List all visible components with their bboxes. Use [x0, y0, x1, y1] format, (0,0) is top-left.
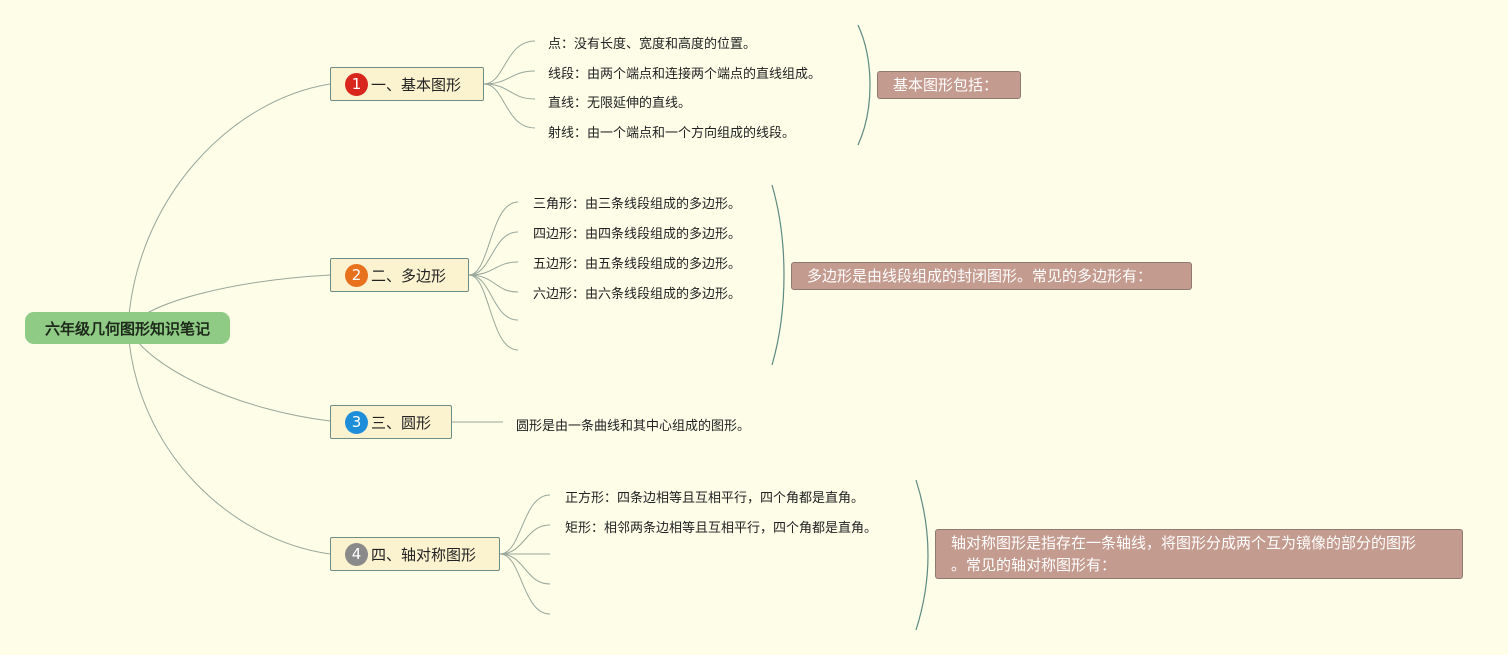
- topic-label: 四、轴对称图形: [371, 545, 477, 564]
- summary-line: 。常见的轴对称图形有：: [951, 556, 1117, 574]
- number-badge-2: 2: [345, 263, 368, 287]
- root-topic[interactable]: 六年级几何图形知识笔记: [25, 312, 230, 344]
- connector-t1-leaf-2: [483, 70, 536, 85]
- leaf-triangle[interactable]: 三角形：由三条线段组成的多边形。: [533, 197, 742, 212]
- topic-label: 二、多边形: [371, 266, 447, 285]
- leaf-point[interactable]: 点：没有长度、宽度和高度的位置。: [548, 37, 757, 52]
- connector-t2-leaf-4: [468, 274, 519, 293]
- summary-basic-shapes[interactable]: 基本图形包括：: [877, 71, 1021, 99]
- connector-root-topic-4: [127, 327, 331, 555]
- connector-t2-leaf-2: [468, 231, 519, 276]
- leaf-quadrilateral[interactable]: 四边形：由四条线段组成的多边形。: [533, 227, 742, 242]
- summary-bracket-2: [771, 184, 785, 366]
- connector-t4-leaf-4: [499, 553, 551, 585]
- leaf-square[interactable]: 正方形：四条边相等且互相平行，四个角都是直角。: [565, 491, 865, 506]
- leaf-line-segment[interactable]: 线段：由两个端点和连接两个端点的直线组成。: [548, 67, 822, 82]
- connector-t4-leaf-2: [499, 524, 551, 555]
- connector-root-topic-1: [127, 83, 331, 329]
- connector-t1-leaf-4: [483, 83, 536, 129]
- number-badge-1: 1: [345, 72, 368, 96]
- summary-axisymmetric-shapes[interactable]: 轴对称图形是指存在一条轴线，将图形分成两个互为镜像的部分的图形 。常见的轴对称图…: [935, 529, 1463, 579]
- connector-t2-leaf-1: [468, 201, 519, 276]
- summary-bracket-1: [857, 24, 871, 146]
- connector-t4-leaf-1: [499, 494, 551, 555]
- connector-t2-leaf-3: [468, 261, 519, 276]
- summary-line: 轴对称图形是指存在一条轴线，将图形分成两个互为镜像的部分的图形: [951, 534, 1417, 552]
- leaf-rectangle[interactable]: 矩形：相邻两条边相等且互相平行，四个角都是直角。: [565, 521, 878, 536]
- summary-bracket-4: [915, 479, 929, 631]
- connector-t4-leaf-5: [499, 553, 551, 615]
- summary-polygons[interactable]: 多边形是由线段组成的封闭图形。常见的多边形有：: [791, 262, 1192, 290]
- topic-polygons[interactable]: 2 二、多边形: [330, 258, 469, 292]
- connector-t1-leaf-1: [483, 40, 536, 85]
- topic-axisymmetric-shapes[interactable]: 4 四、轴对称图形: [330, 537, 500, 571]
- topic-label: 三、圆形: [371, 413, 432, 432]
- leaf-ray[interactable]: 射线：由一个端点和一个方向组成的线段。: [548, 126, 796, 141]
- leaf-hexagon[interactable]: 六边形：由六条线段组成的多边形。: [533, 287, 742, 302]
- leaf-circle-definition[interactable]: 圆形是由一条曲线和其中心组成的图形。: [516, 419, 751, 434]
- summary-line: 基本图形包括：: [893, 76, 999, 94]
- connector-t1-leaf-3: [483, 83, 536, 100]
- topic-label: 一、基本图形: [371, 75, 462, 94]
- number-badge-4: 4: [345, 542, 368, 566]
- topic-circle[interactable]: 3 三、圆形: [330, 405, 452, 439]
- connector-t2-leaf-6: [468, 274, 519, 351]
- number-badge-3: 3: [345, 410, 368, 434]
- summary-line: 多边形是由线段组成的封闭图形。常见的多边形有：: [807, 267, 1153, 285]
- leaf-straight-line[interactable]: 直线：无限延伸的直线。: [548, 96, 692, 111]
- topic-basic-shapes[interactable]: 1 一、基本图形: [330, 67, 484, 101]
- leaf-pentagon[interactable]: 五边形：由五条线段组成的多边形。: [533, 257, 742, 272]
- connector-t2-leaf-5: [468, 274, 519, 321]
